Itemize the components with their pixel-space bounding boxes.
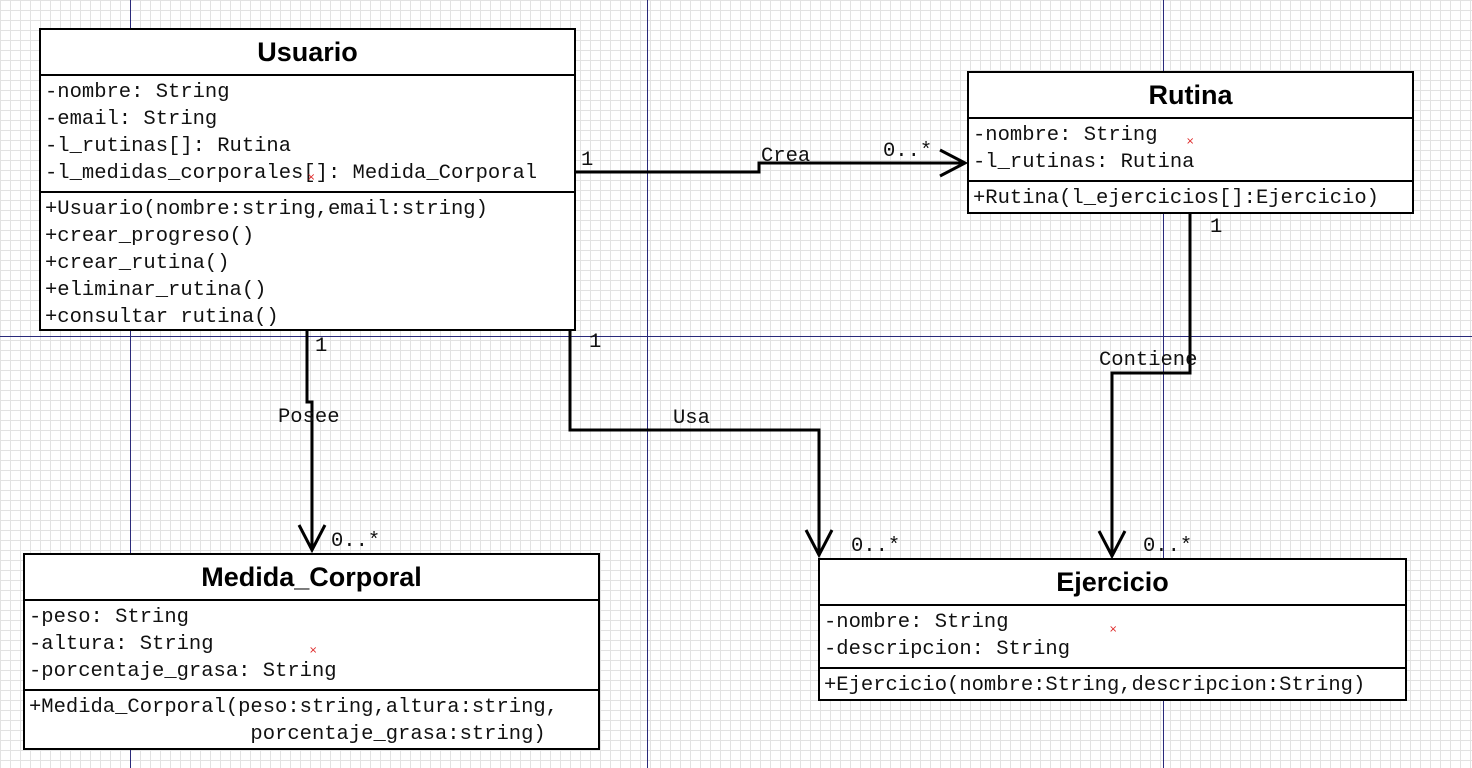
crea-source-multiplicity: 1 — [581, 149, 594, 172]
attribute-section: -nombre: String -email: String -l_rutina… — [41, 76, 574, 193]
class-ejercicio[interactable]: Ejercicio -nombre: String -descripcion: … — [818, 558, 1407, 701]
class-medida-corporal[interactable]: Medida_Corporal -peso: String -altura: S… — [23, 553, 600, 750]
class-name: Rutina — [969, 73, 1412, 119]
marker-icon: × — [1186, 136, 1195, 147]
page-guide-vertical — [647, 0, 648, 768]
attribute: -descripcion: String — [824, 638, 1071, 661]
class-name: Ejercicio — [820, 560, 1405, 606]
attribute: -l_medidas_corporales[]: Medida_Corporal — [45, 162, 538, 185]
usa-target-multiplicity: 0..* — [851, 535, 901, 558]
class-rutina[interactable]: Rutina -nombre: String -l_rutinas: Rutin… — [967, 71, 1414, 214]
method: +crear_rutina() — [45, 252, 230, 275]
method: +Medida_Corporal(peso:string,altura:stri… — [29, 696, 558, 719]
page-guide-vertical — [1163, 0, 1164, 768]
contiene-arrowhead — [1097, 530, 1127, 560]
usa-source-multiplicity: 1 — [589, 331, 602, 354]
contiene-association-line — [1110, 213, 1192, 556]
attribute: -peso: String — [29, 606, 189, 629]
class-usuario[interactable]: Usuario -nombre: String -email: String -… — [39, 28, 576, 331]
crea-target-multiplicity: 0..* — [883, 140, 933, 163]
attribute: -nombre: String — [824, 611, 1009, 634]
posee-association-line — [305, 330, 314, 550]
method: +crear_progreso() — [45, 225, 255, 248]
contiene-label: Contiene — [1099, 349, 1198, 372]
posee-source-multiplicity: 1 — [315, 335, 328, 358]
crea-association-line — [575, 161, 965, 174]
class-name: Medida_Corporal — [25, 555, 598, 601]
class-name: Usuario — [41, 30, 574, 76]
page-guide-vertical — [130, 0, 131, 768]
attribute: -nombre: String — [45, 81, 230, 104]
posee-label: Posee — [278, 406, 340, 429]
attribute-section: -nombre: String -descripcion: String — [820, 606, 1405, 669]
method-section: +Usuario(nombre:string,email:string) +cr… — [41, 193, 574, 335]
crea-label: Crea — [761, 145, 811, 168]
method: +consultar rutina() — [45, 306, 279, 329]
marker-icon: × — [307, 172, 316, 183]
method: +Rutina(l_ejercicios[]:Ejercicio) — [973, 187, 1379, 210]
posee-target-multiplicity: 0..* — [331, 530, 381, 553]
method: +Usuario(nombre:string,email:string) — [45, 198, 488, 221]
attribute: -nombre: String — [973, 124, 1158, 147]
marker-icon: × — [1109, 624, 1118, 635]
contiene-target-multiplicity: 0..* — [1143, 535, 1193, 558]
attribute: -l_rutinas[]: Rutina — [45, 135, 292, 158]
method-section: +Ejercicio(nombre:String,descripcion:Str… — [820, 669, 1405, 703]
attribute: -porcentaje_grasa: String — [29, 660, 337, 683]
attribute: -altura: String — [29, 633, 214, 656]
attribute: -email: String — [45, 108, 218, 131]
contiene-source-multiplicity: 1 — [1210, 216, 1223, 239]
crea-arrowhead — [939, 148, 969, 178]
posee-arrowhead — [297, 524, 327, 554]
attribute: -l_rutinas: Rutina — [973, 151, 1195, 174]
marker-icon: × — [309, 645, 318, 656]
usa-association-line — [568, 330, 821, 555]
method: porcentaje_grasa:string) — [29, 723, 546, 746]
method: +Ejercicio(nombre:String,descripcion:Str… — [824, 674, 1366, 697]
usa-arrowhead — [804, 529, 834, 559]
method: +eliminar_rutina() — [45, 279, 267, 302]
method-section: +Rutina(l_ejercicios[]:Ejercicio) — [969, 182, 1412, 216]
usa-label: Usa — [673, 407, 710, 430]
page-guide-horizontal — [0, 336, 1472, 337]
attribute-section: -nombre: String -l_rutinas: Rutina — [969, 119, 1412, 182]
attribute-section: -peso: String -altura: String -porcentaj… — [25, 601, 598, 691]
method-section: +Medida_Corporal(peso:string,altura:stri… — [25, 691, 598, 752]
